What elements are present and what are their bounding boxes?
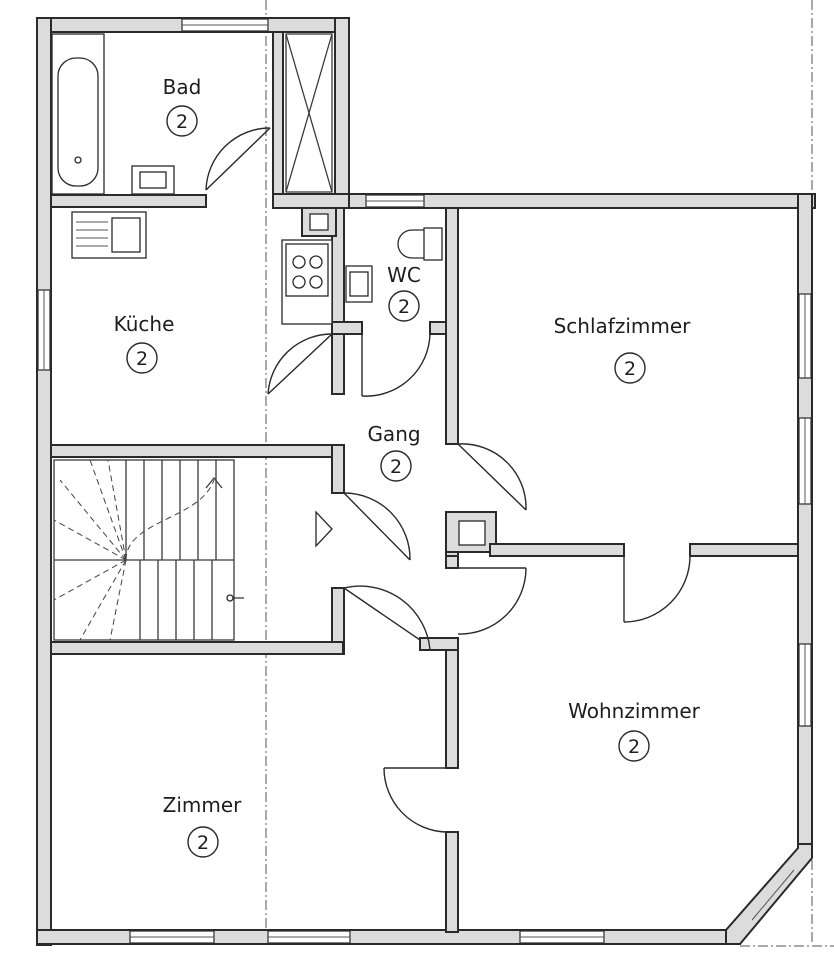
room-kueche-count: 2 bbox=[136, 348, 148, 370]
outer-walls bbox=[36, 17, 816, 946]
room-gang-count-circle bbox=[380, 450, 412, 482]
wc-fixtures bbox=[345, 227, 443, 303]
axis-lines bbox=[265, 0, 834, 947]
shaft bbox=[285, 33, 333, 193]
room-wc-label: WC bbox=[387, 263, 421, 287]
room-wohnzimmer: Wohnzimmer 2 bbox=[568, 699, 701, 762]
room-wohnzimmer-count-circle bbox=[618, 730, 650, 762]
room-zimmer: Zimmer 2 bbox=[163, 793, 243, 858]
room-zimmer-count: 2 bbox=[197, 832, 209, 854]
room-zimmer-label: Zimmer bbox=[163, 793, 243, 817]
room-bad-count: 2 bbox=[176, 111, 188, 133]
windows bbox=[37, 18, 812, 944]
room-bad-label: Bad bbox=[163, 75, 202, 99]
room-wc-count-circle bbox=[388, 290, 420, 322]
room-bad-count-circle bbox=[166, 105, 198, 137]
room-wohnzimmer-label: Wohnzimmer bbox=[568, 699, 701, 723]
room-wc-count: 2 bbox=[398, 296, 410, 318]
room-bad: Bad 2 bbox=[163, 75, 202, 137]
room-gang: Gang 2 bbox=[367, 422, 421, 482]
room-kueche-label: Küche bbox=[114, 312, 175, 336]
room-kueche-count-circle bbox=[126, 342, 158, 374]
inner-walls bbox=[50, 31, 799, 933]
room-gang-count: 2 bbox=[390, 456, 402, 478]
room-schlafzimmer-label: Schlafzimmer bbox=[554, 314, 692, 338]
bathroom-fixtures bbox=[51, 33, 175, 195]
room-schlafzimmer-count-circle bbox=[614, 352, 646, 384]
staircase bbox=[53, 459, 333, 641]
room-zimmer-count-circle bbox=[187, 826, 219, 858]
room-gang-label: Gang bbox=[367, 422, 420, 446]
room-wc: WC 2 bbox=[387, 263, 421, 322]
doors bbox=[205, 127, 691, 833]
room-schlafzimmer: Schlafzimmer 2 bbox=[554, 314, 692, 384]
room-schlafzimmer-count: 2 bbox=[624, 358, 636, 380]
room-wohnzimmer-count: 2 bbox=[628, 736, 640, 758]
room-kueche: Küche 2 bbox=[114, 312, 175, 374]
kitchen-fixtures bbox=[71, 211, 333, 325]
